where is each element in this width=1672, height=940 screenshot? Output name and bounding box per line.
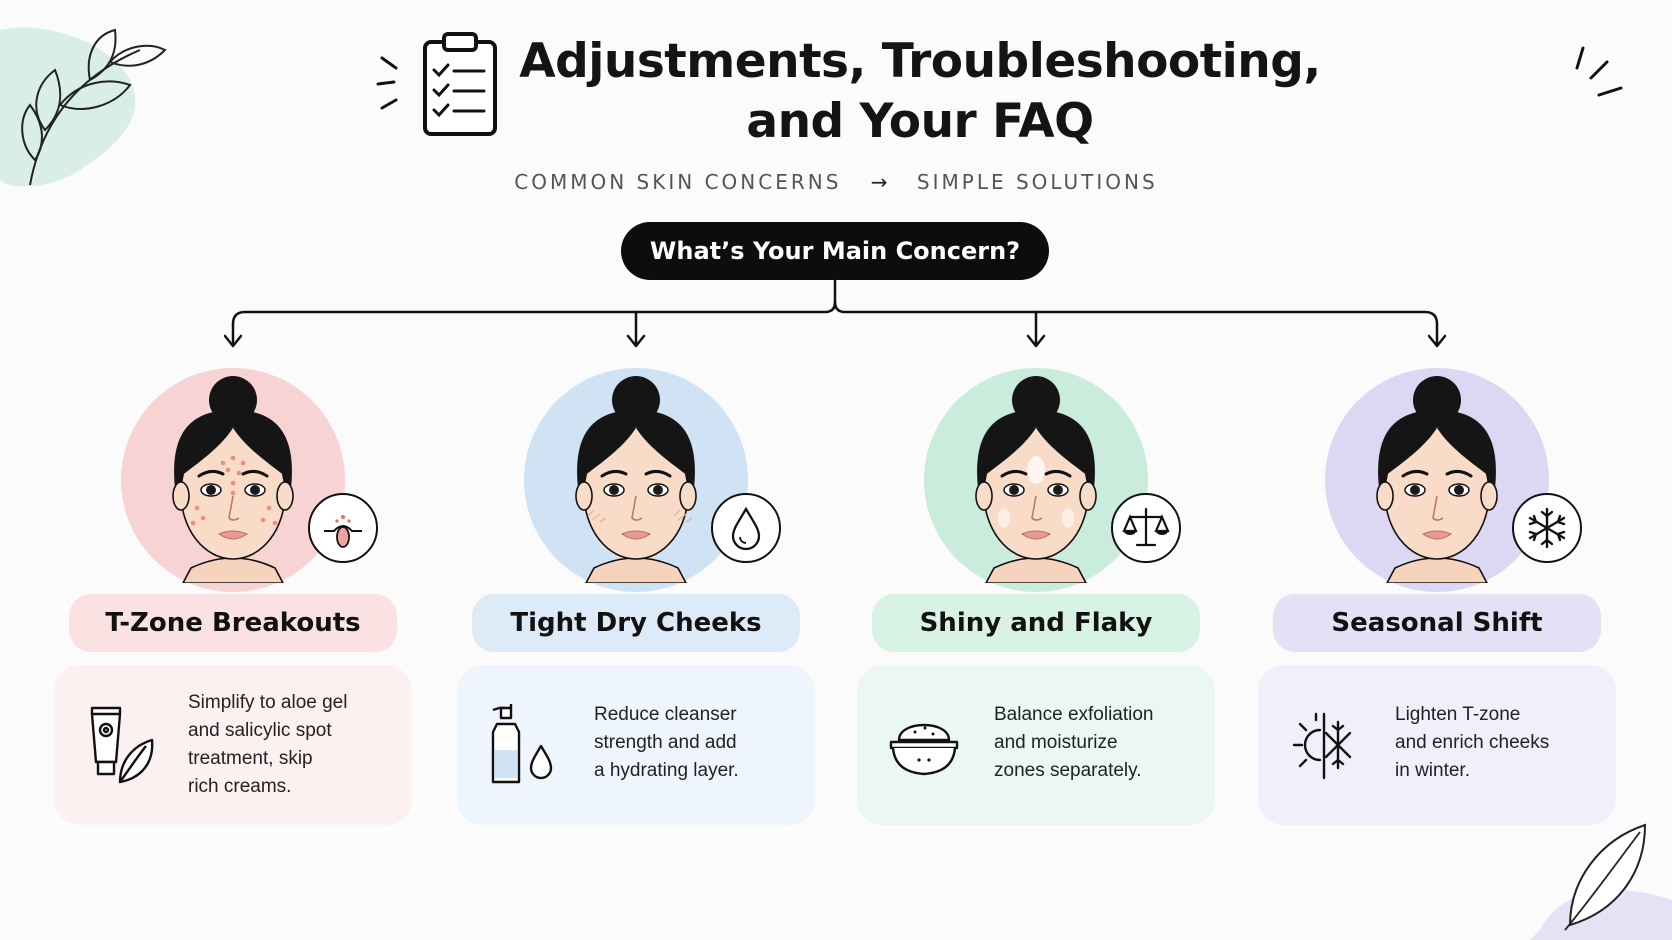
solution-line: in winter. [1395, 760, 1470, 781]
tube-and-leaf-icon [76, 700, 166, 794]
solution-line: and enrich cheeks [1395, 732, 1550, 753]
face-illustration [133, 368, 333, 587]
pump-bottle-icon [479, 700, 569, 794]
bowl-icon [879, 700, 969, 794]
solution-line: Balance exfoliation [994, 704, 1154, 725]
subtitle-right: SIMPLE SOLUTIONS [916, 170, 1158, 194]
page-title: Adjustments, Troubleshooting, and Your F… [420, 32, 1420, 152]
balance-scale-icon [1111, 493, 1181, 563]
solution-line: a hydrating layer. [594, 760, 739, 781]
solution-text: Simplify to aloe gel and salicylic spot tr… [188, 689, 347, 801]
leaf-sprig-decoration-icon [0, 27, 167, 187]
subtitle: COMMON SKIN CONCERNS → SIMPLE SOLUTIONS [0, 170, 1672, 194]
water-drop-icon [711, 493, 781, 563]
leaf-decoration-icon [1530, 823, 1672, 940]
sun-snowflake-icon [1280, 700, 1370, 794]
solution-line: rich creams. [188, 776, 292, 797]
concern-label: Shiny and Flaky [872, 594, 1200, 652]
solution-text: Reduce cleanser strength and add a hydrati… [594, 701, 739, 785]
solution-text: Lighten T-zone and enrich cheeks in winter… [1395, 701, 1549, 785]
concern-label: T-Zone Breakouts [69, 594, 397, 652]
sparkle-lines-icon [1575, 46, 1623, 97]
subtitle-arrow: → [870, 170, 888, 194]
title-line-1: Adjustments, Troubleshooting, [519, 34, 1321, 89]
title-line-2: and Your FAQ [746, 94, 1094, 149]
face-illustration [536, 368, 736, 587]
solution-line: Lighten T-zone [1395, 704, 1521, 725]
concern-label: Seasonal Shift [1273, 594, 1601, 652]
concern-label: Tight Dry Cheeks [472, 594, 800, 652]
solution-line: treatment, skip [188, 748, 313, 769]
solution-line: zones separately. [994, 760, 1142, 781]
face-illustration [936, 368, 1136, 587]
connector-tree [223, 278, 1447, 348]
solution-card: Simplify to aloe gel and salicylic spot tr… [54, 665, 412, 825]
subtitle-left: COMMON SKIN CONCERNS [514, 170, 842, 194]
solution-card: Balance exfoliation and moisturize zones s… [857, 665, 1215, 825]
solution-card: Reduce cleanser strength and add a hydrati… [457, 665, 815, 825]
solution-line: strength and add [594, 732, 737, 753]
clipboard-checklist-icon [376, 32, 497, 136]
root-question-node: What’s Your Main Concern? [621, 222, 1049, 280]
solution-line: and salicylic spot [188, 720, 332, 741]
face-illustration [1337, 368, 1537, 587]
solution-text: Balance exfoliation and moisturize zones s… [994, 701, 1154, 785]
solution-card: Lighten T-zone and enrich cheeks in winter… [1258, 665, 1616, 825]
solution-line: and moisturize [994, 732, 1118, 753]
solution-line: Simplify to aloe gel [188, 692, 348, 713]
snowflake-icon [1512, 493, 1582, 563]
solution-line: Reduce cleanser [594, 704, 737, 725]
pore-icon [308, 493, 378, 563]
